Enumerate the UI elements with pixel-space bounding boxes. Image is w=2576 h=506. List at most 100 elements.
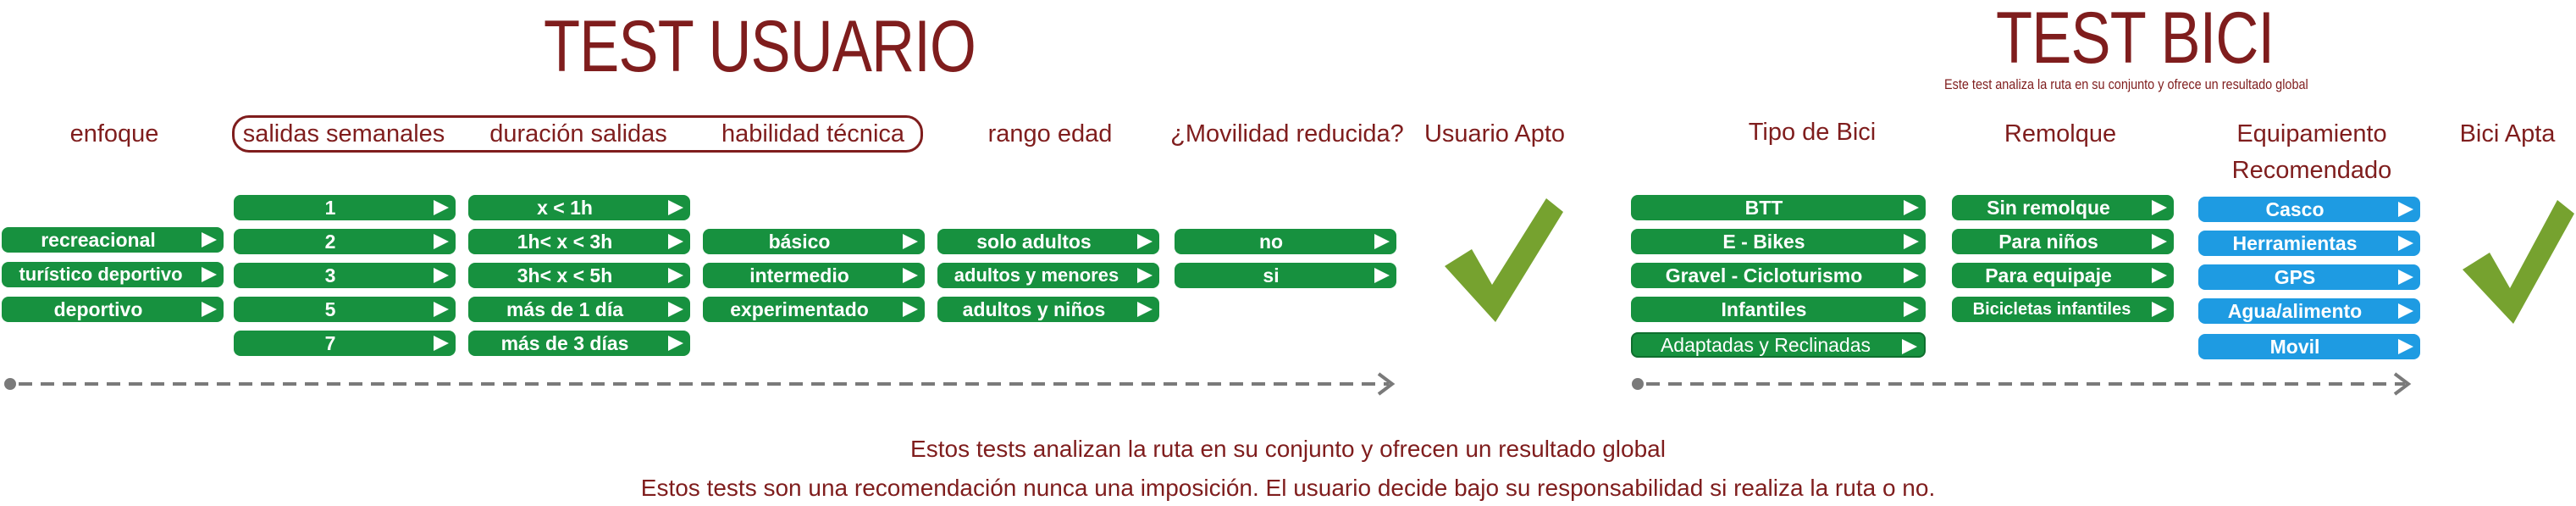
option-enfoque[interactable]: recreacional	[2, 227, 224, 253]
option-tipo-de-bici[interactable]: E - Bikes	[1631, 229, 1926, 254]
option-tipo-de-bici[interactable]: Infantiles	[1631, 297, 1926, 322]
header-habilidad-tecnica: habilidad técnica	[721, 120, 905, 147]
arrow-right-icon	[1137, 234, 1153, 249]
bici-flow-arrow	[1632, 372, 2412, 396]
option-label: 7	[324, 332, 336, 354]
header-equipamiento: Equipamiento	[2236, 120, 2387, 147]
option-label: más de 3 días	[500, 332, 629, 354]
option-rango-edad[interactable]: solo adultos	[937, 229, 1159, 254]
option-label: adultos y niños	[962, 298, 1106, 320]
option-duracion-salidas[interactable]: 1h< x < 3h	[468, 229, 690, 254]
option-remolque[interactable]: Para niños	[1952, 229, 2174, 254]
arrow-right-icon	[434, 336, 449, 351]
header-duracion-salidas: duración salidas	[489, 120, 667, 147]
option-salidas-semanales[interactable]: 5	[234, 297, 456, 322]
option-label: BTT	[1744, 197, 1783, 219]
arrow-right-icon	[434, 302, 449, 317]
arrow-right-icon	[1137, 268, 1153, 283]
option-label: Gravel - Cicloturismo	[1665, 264, 1863, 286]
option-habilidad-tecnica[interactable]: experimentado	[703, 297, 925, 322]
option-label: 5	[324, 298, 336, 320]
option-salidas-semanales[interactable]: 7	[234, 331, 456, 356]
option-label: Movil	[2269, 336, 2320, 358]
option-enfoque[interactable]: deportivo	[2, 297, 224, 322]
arrow-right-icon	[1904, 302, 1919, 317]
option-label: solo adultos	[976, 231, 1092, 253]
option-label: turístico deportivo	[19, 264, 183, 285]
option-label: 2	[324, 231, 336, 253]
arrow-right-icon	[202, 302, 217, 317]
option-tipo-de-bici[interactable]: BTT	[1631, 195, 1926, 220]
arrow-right-icon	[903, 234, 918, 249]
option-label: Sin remolque	[1987, 197, 2110, 219]
option-duracion-salidas[interactable]: x < 1h	[468, 195, 690, 220]
option-equipamiento[interactable]: Herramientas	[2198, 231, 2420, 256]
option-equipamiento[interactable]: Agua/alimento	[2198, 298, 2420, 324]
option-rango-edad[interactable]: adultos y menores	[937, 263, 1159, 288]
option-label: x < 1h	[537, 197, 593, 219]
arrow-right-icon	[2152, 200, 2167, 215]
option-duracion-salidas[interactable]: más de 1 día	[468, 297, 690, 322]
arrow-right-icon	[434, 234, 449, 249]
option-equipamiento[interactable]: Movil	[2198, 334, 2420, 359]
arrow-right-icon	[434, 200, 449, 215]
option-equipamiento[interactable]: GPS	[2198, 264, 2420, 290]
option-label: Para equipaje	[1985, 264, 2112, 286]
option-movilidad-reducida[interactable]: no	[1175, 229, 1396, 254]
option-label: 1h< x < 3h	[517, 231, 613, 253]
arrow-right-icon	[903, 302, 918, 317]
header-salidas-semanales: salidas semanales	[242, 120, 445, 147]
option-movilidad-reducida[interactable]: si	[1175, 263, 1396, 288]
option-label: no	[1258, 231, 1284, 253]
arrow-right-icon	[1374, 268, 1390, 283]
option-remolque[interactable]: Sin remolque	[1952, 195, 2174, 220]
arrow-right-icon	[202, 232, 217, 247]
option-label: Casco	[2265, 198, 2324, 220]
option-label: Agua/alimento	[2227, 300, 2363, 322]
option-label: experimentado	[730, 298, 869, 320]
arrow-right-icon	[1374, 234, 1390, 249]
option-enfoque[interactable]: turístico deportivo	[2, 262, 224, 287]
option-label: E - Bikes	[1722, 231, 1805, 253]
arrow-right-icon	[668, 302, 683, 317]
arrow-right-icon	[1904, 200, 1919, 215]
option-habilidad-tecnica[interactable]: básico	[703, 229, 925, 254]
option-label: 3h< x < 5h	[517, 264, 613, 286]
arrow-right-icon	[434, 268, 449, 283]
header-tipo-de-bici: Tipo de Bici	[1748, 119, 1877, 146]
option-salidas-semanales[interactable]: 3	[234, 263, 456, 288]
test-usuario-title: TEST USUARIO	[544, 6, 976, 87]
usuario-apto-check-icon	[1445, 198, 1563, 322]
header-usuario-apto: Usuario Apto	[1423, 120, 1566, 147]
arrow-right-icon	[668, 268, 683, 283]
option-remolque[interactable]: Para equipaje	[1952, 263, 2174, 288]
arrow-right-icon	[1902, 339, 1917, 354]
option-duracion-salidas[interactable]: más de 3 días	[468, 331, 690, 356]
option-label: recreacional	[41, 229, 156, 251]
header-enfoque: enfoque	[69, 120, 159, 147]
test-bici-subtitle: Este test analiza la ruta en su conjunto…	[1944, 76, 2308, 92]
option-habilidad-tecnica[interactable]: intermedio	[703, 263, 925, 288]
header-rango-edad: rango edad	[987, 120, 1113, 147]
option-duracion-salidas[interactable]: 3h< x < 5h	[468, 263, 690, 288]
arrow-right-icon	[2398, 202, 2413, 217]
arrow-right-icon	[2152, 234, 2167, 249]
arrow-right-icon	[2398, 270, 2413, 285]
option-salidas-semanales[interactable]: 1	[234, 195, 456, 220]
option-tipo-de-bici[interactable]: Gravel - Cicloturismo	[1631, 263, 1926, 288]
arrow-right-icon	[668, 336, 683, 351]
option-tipo-de-bici[interactable]: Adaptadas y Reclinadas	[1631, 332, 1926, 358]
option-label: si	[1263, 264, 1280, 286]
footer-line-2: Estos tests son una recomendación nunca …	[640, 475, 1936, 501]
option-label: Herramientas	[2232, 232, 2358, 254]
option-rango-edad[interactable]: adultos y niños	[937, 297, 1159, 322]
option-equipamiento[interactable]: Casco	[2198, 197, 2420, 222]
option-salidas-semanales[interactable]: 2	[234, 229, 456, 254]
option-remolque[interactable]: Bicicletas infantiles	[1952, 297, 2174, 322]
arrow-right-icon	[903, 268, 918, 283]
arrow-right-icon	[2398, 339, 2413, 354]
arrow-right-icon	[2152, 268, 2167, 283]
option-label: GPS	[2274, 266, 2316, 288]
header-bici-apta: Bici Apta	[2459, 120, 2556, 147]
arrow-right-icon	[2152, 302, 2167, 317]
